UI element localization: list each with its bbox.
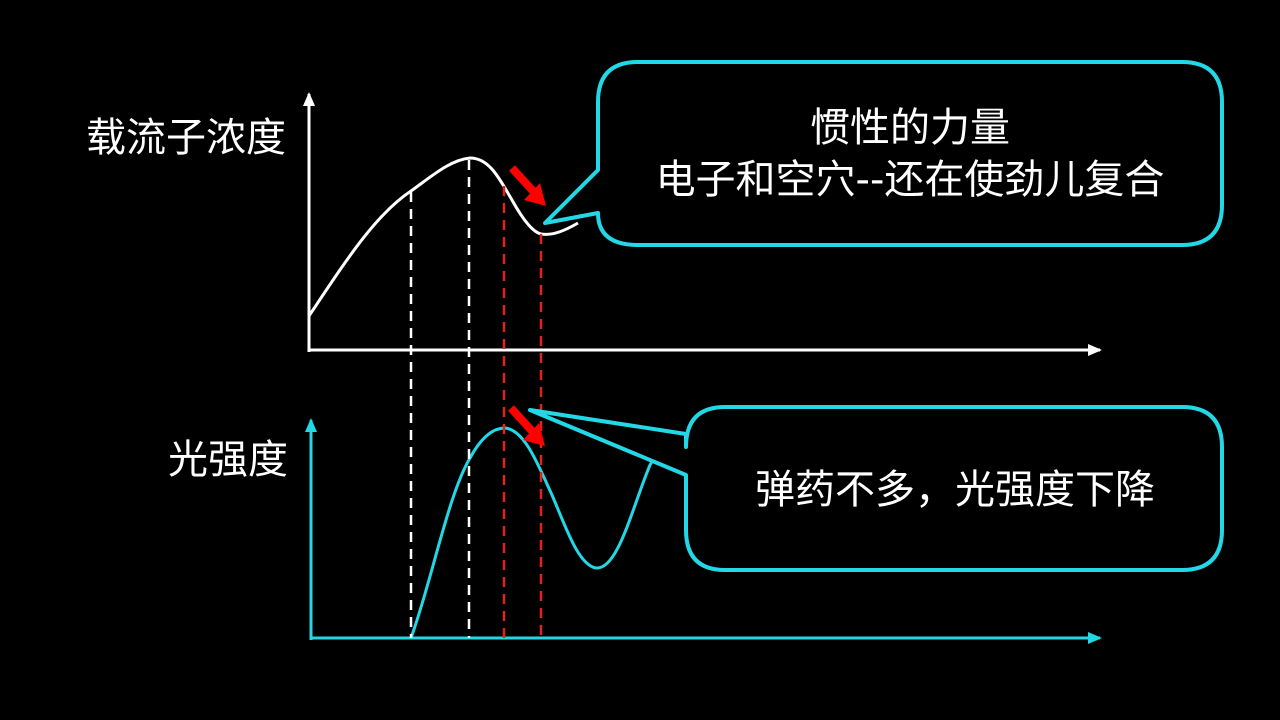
- callout-bottom-text: 弹药不多，光强度下降: [755, 467, 1155, 513]
- carrier-concentration-curve: [307, 156, 579, 317]
- callout-top-line1: 惯性的力量: [810, 105, 1010, 151]
- top-y-axis-label: 载流子浓度: [86, 115, 286, 161]
- red-arrow-top: [509, 165, 546, 206]
- callout-top-bubble: [543, 60, 1224, 247]
- light-intensity-curve: [409, 426, 658, 639]
- bottom-y-axis-label: 光强度: [168, 437, 288, 483]
- red-arrow-bottom: [508, 405, 545, 446]
- callout-top-line2: 电子和空穴--还在使劲儿复合: [655, 157, 1165, 203]
- callout-bottom-bubble: [528, 405, 1224, 572]
